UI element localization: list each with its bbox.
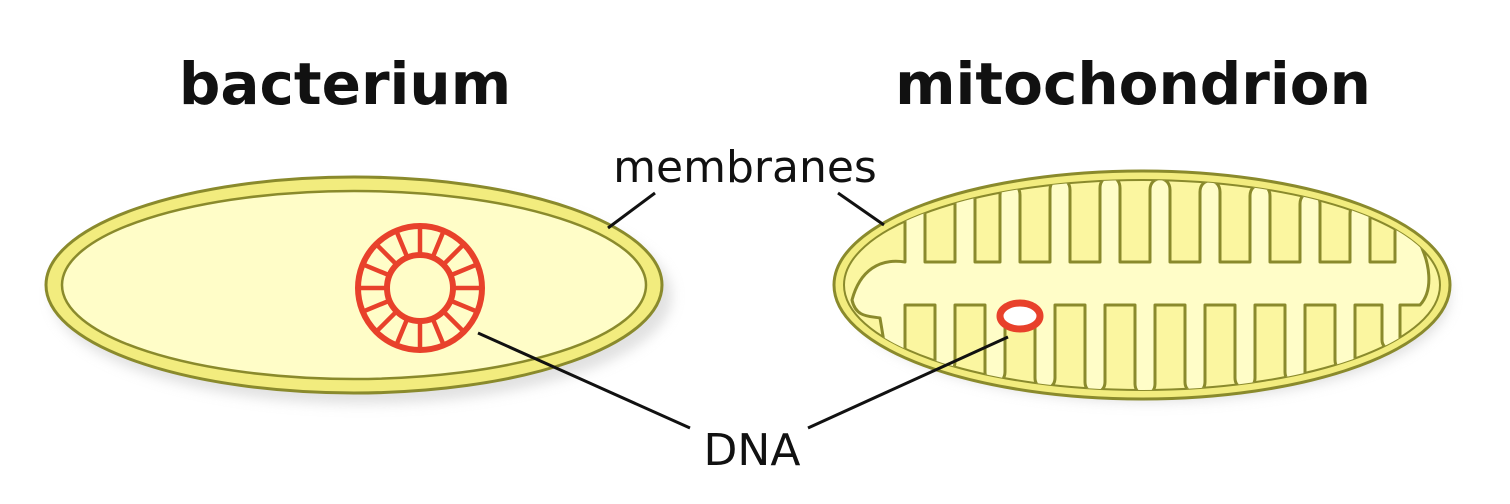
dna-ring-spoke	[441, 309, 467, 335]
dna-leader-right	[807, 335, 1009, 430]
bacterium-inner-membrane	[60, 189, 648, 381]
dna-ring-spoke	[373, 309, 399, 335]
membranes-label: membranes	[613, 142, 877, 193]
dna-leader-left	[477, 331, 691, 430]
dna-ring-spoke	[448, 262, 480, 278]
membranes-leader-left	[607, 191, 656, 230]
dna-ring-spoke	[360, 262, 392, 278]
dna-label: DNA	[704, 425, 801, 476]
dna-ring-spoke	[394, 316, 410, 348]
bacterium-title: bacterium	[179, 50, 511, 118]
mitochondrion-cell	[832, 169, 1452, 402]
dna-ring-spoke	[373, 241, 399, 267]
dna-ring-spoke	[448, 298, 480, 314]
dna-ring-spoke	[441, 241, 467, 267]
dna-ring-spoke	[394, 228, 410, 260]
dna-ring-spoke	[430, 316, 446, 348]
mitochondrion-dna-icon	[996, 299, 1044, 333]
membranes-leader-right	[837, 191, 885, 227]
bacterium-dna-icon	[355, 223, 485, 353]
mitochondrion-title: mitochondrion	[895, 50, 1371, 118]
dna-ring-spoke	[430, 228, 446, 260]
bacterium-cell	[44, 175, 672, 404]
dna-ring-spoke	[360, 298, 392, 314]
